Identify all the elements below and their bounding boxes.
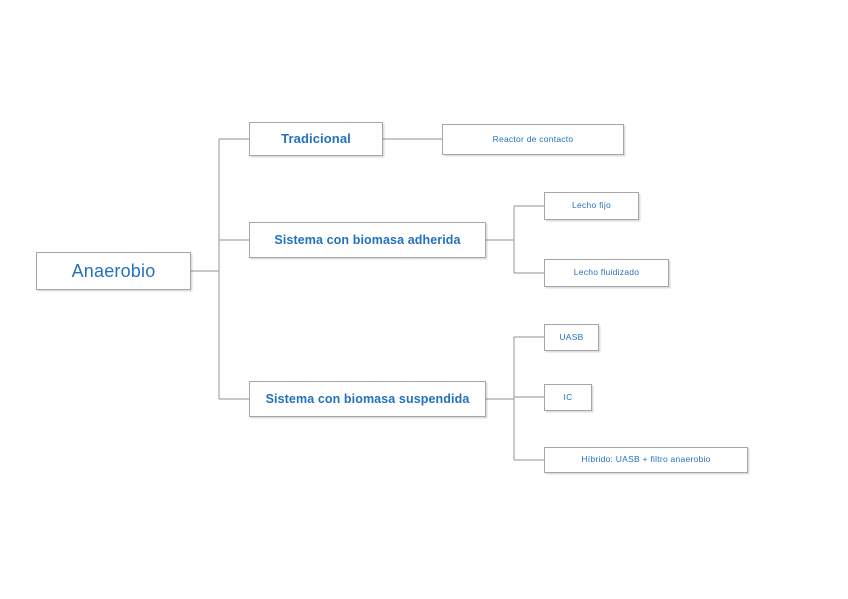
node-branch-tradicional[interactable]: Tradicional	[249, 122, 383, 156]
node-leaf-lecho-fijo[interactable]: Lecho fijo	[544, 192, 639, 220]
node-leaf-uasb[interactable]: UASB	[544, 324, 599, 351]
node-leaf-ic[interactable]: IC	[544, 384, 592, 411]
node-leaf-reactor-de-contacto[interactable]: Reactor de contacto	[442, 124, 624, 155]
node-branch-biomasa-adherida[interactable]: Sistema con biomasa adherida	[249, 222, 486, 258]
node-root-anaerobio[interactable]: Anaerobio	[36, 252, 191, 290]
node-branch-biomasa-suspendida[interactable]: Sistema con biomasa suspendida	[249, 381, 486, 417]
node-leaf-lecho-fluidizado[interactable]: Lecho fluidizado	[544, 259, 669, 287]
node-leaf-hibrido-uasb-filtro-anaerobio[interactable]: Híbrido: UASB + filtro anaerobio	[544, 447, 748, 473]
